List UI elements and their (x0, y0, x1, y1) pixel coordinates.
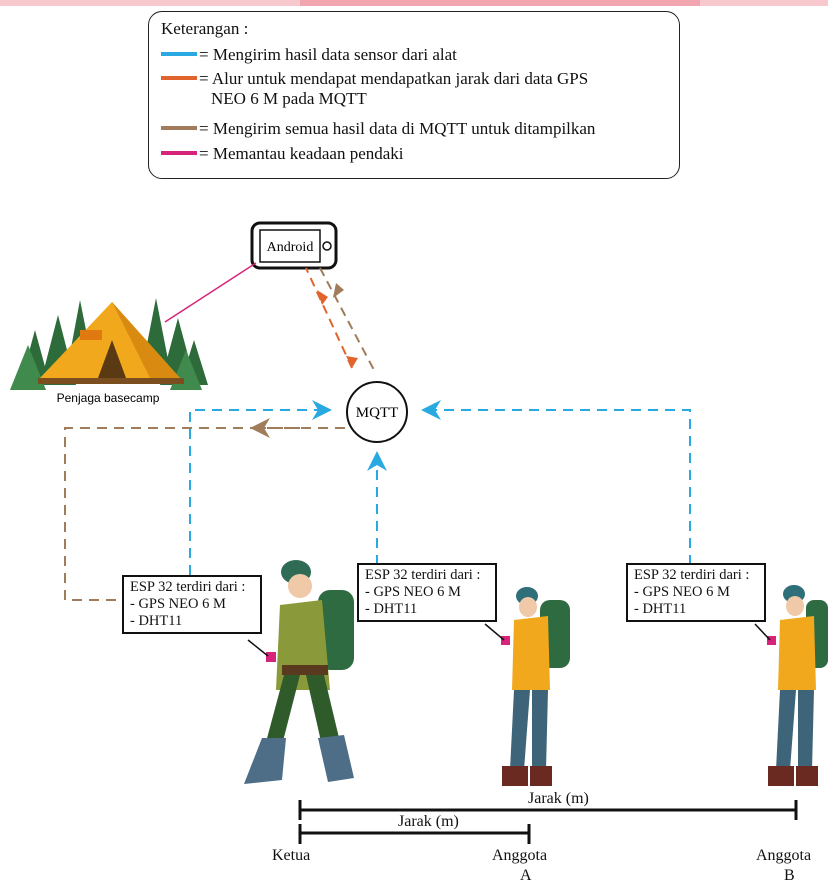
header-brand-band (300, 0, 700, 6)
member-a-label: Anggota (492, 847, 548, 864)
leader-label: Ketua (272, 847, 311, 864)
esp-item-dht: - DHT11 (634, 601, 687, 617)
legend-item-text-continued: NEO 6 M pada MQTT (211, 89, 367, 108)
orange-flow-up (305, 267, 353, 369)
basecamp-tent-icon (10, 298, 208, 390)
blue-sensor-flow (189, 400, 691, 575)
distance-long-label: Jarak (m) (528, 790, 589, 807)
brown-display-flow (64, 418, 345, 601)
legend-swatch-orange (161, 76, 197, 81)
legend-swatch-magenta (161, 151, 197, 156)
basecamp-label: Penjaga basecamp (57, 391, 160, 405)
legend-item-text: = Alur untuk mendapat mendapatkan jarak … (199, 69, 589, 88)
android-label: Android (267, 240, 314, 255)
legend-item-display: = Mengirim semua hasil data di MQTT untu… (161, 119, 595, 139)
esp-item-dht: - DHT11 (365, 601, 418, 617)
brown-arrowhead-up (333, 283, 344, 298)
android-phone: Android (250, 221, 338, 270)
distance-short-line (298, 824, 531, 844)
esp-item-gps: - GPS NEO 6 M (634, 584, 730, 600)
legend-item-gps-distance: = Alur untuk mendapat mendapatkan jarak … (161, 69, 588, 109)
member-b-letter: B (784, 867, 795, 884)
legend-swatch-blue (161, 52, 197, 57)
esp-item-dht: - DHT11 (130, 613, 183, 629)
esp-pointer-member-b (754, 623, 771, 641)
brown-flow-line (319, 267, 375, 371)
esp-pointer-member-a (484, 623, 505, 641)
legend-box: Keterangan : = Mengirim hasil data senso… (148, 11, 680, 179)
esp-box-member-b: ESP 32 terdiri dari : - GPS NEO 6 M - DH… (626, 563, 766, 622)
esp-box-leader: ESP 32 terdiri dari : - GPS NEO 6 M - DH… (122, 575, 262, 634)
distance-short-label: Jarak (m) (398, 813, 459, 830)
legend-item-text: = Mengirim semua hasil data di MQTT untu… (199, 119, 596, 138)
header-strip (0, 0, 828, 6)
esp-title: ESP 32 terdiri dari : (130, 579, 246, 595)
monitor-link-line (164, 262, 257, 323)
legend-item-monitor: = Memantau keadaan pendaki (161, 144, 404, 164)
esp-title: ESP 32 terdiri dari : (365, 567, 481, 583)
member-b-label: Anggota (756, 847, 812, 864)
distance-long-line (298, 800, 798, 820)
mqtt-label: MQTT (356, 405, 399, 421)
esp-item-gps: - GPS NEO 6 M (365, 584, 461, 600)
legend-title: Keterangan : (161, 19, 249, 38)
mqtt-node (346, 381, 408, 443)
esp-item-gps: - GPS NEO 6 M (130, 596, 226, 612)
leader-hiker-figure (244, 560, 354, 784)
orange-arrowhead-down (346, 356, 358, 368)
member-a-hiker-figure (501, 587, 570, 786)
legend-swatch-brown (161, 126, 197, 131)
esp-box-member-a: ESP 32 terdiri dari : - GPS NEO 6 M - DH… (357, 563, 497, 622)
esp-title: ESP 32 terdiri dari : (634, 567, 750, 583)
legend-item-text: = Memantau keadaan pendaki (199, 144, 404, 163)
esp-pointer-leader (247, 639, 269, 657)
member-b-hiker-figure (767, 585, 828, 786)
legend-item-sensor: = Mengirim hasil data sensor dari alat (161, 45, 457, 65)
member-a-letter: A (520, 867, 532, 884)
legend-item-text: = Mengirim hasil data sensor dari alat (199, 45, 457, 64)
orange-arrowhead-up (317, 290, 328, 305)
